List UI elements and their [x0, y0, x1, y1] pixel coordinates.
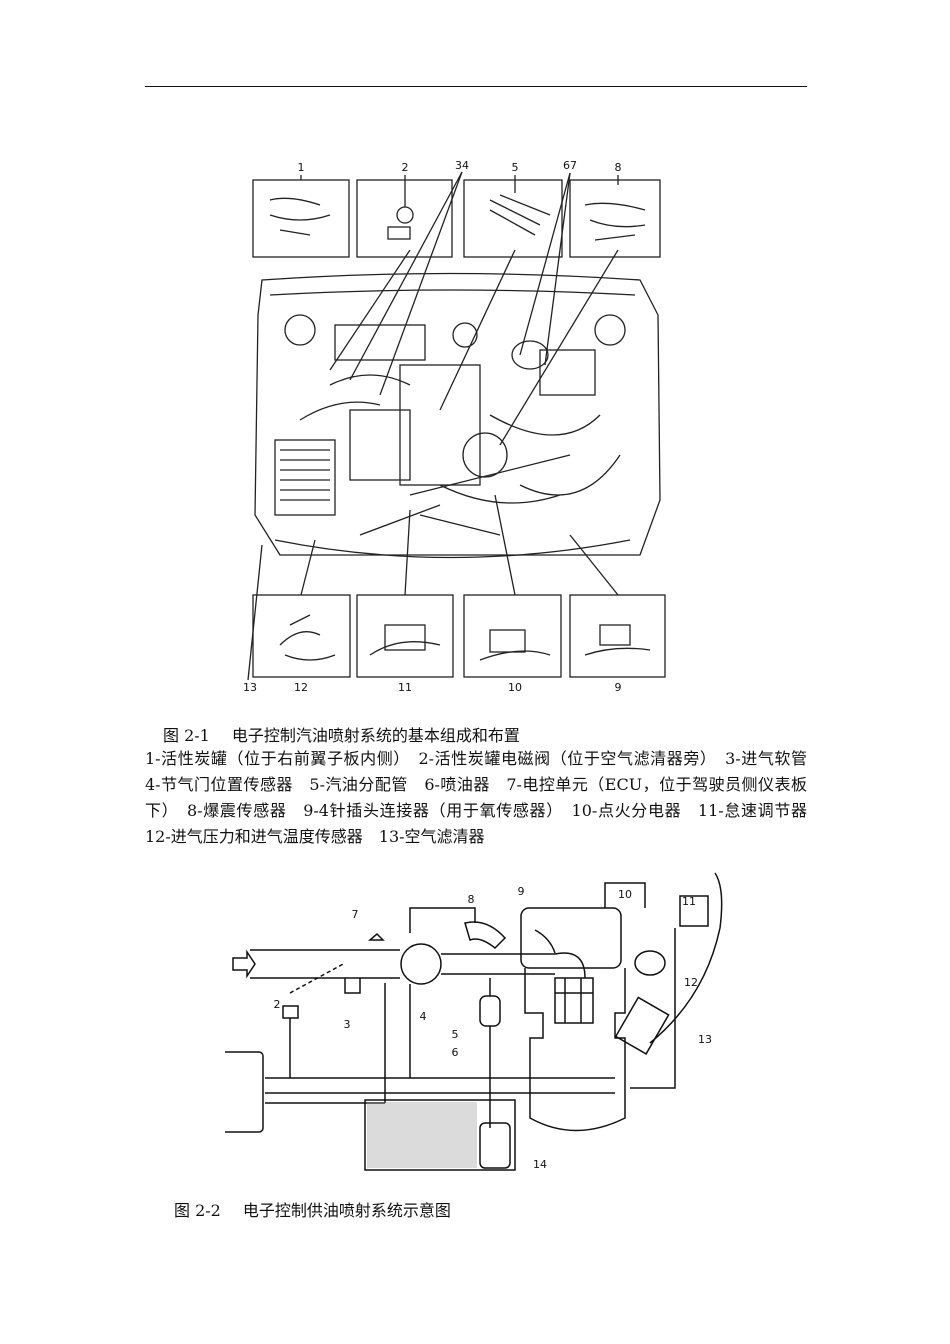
figure1-caption: 图 2-1 电子控制汽油喷射系统的基本组成和布置: [163, 722, 520, 746]
fig1-callout-34: 34: [455, 159, 469, 172]
fig2-callout-10: 10: [618, 888, 632, 901]
fig2-callout-9: 9: [518, 885, 525, 898]
fig2-callout-12: 12: [684, 976, 698, 989]
figure2-label: 图 2-2: [174, 1201, 221, 1220]
fig2-callout-13: 13: [698, 1033, 712, 1046]
fig2-callout-6: 6: [452, 1046, 459, 1059]
fig1-callout-11: 11: [398, 681, 412, 694]
fig1-callout-10: 10: [508, 681, 522, 694]
figure2-title: 电子控制供油喷射系统示意图: [242, 1201, 451, 1220]
fig1-callout-9: 9: [615, 681, 622, 694]
engine-layout-figure: 1 2 34 5 67 8 13 12 11 10 9: [243, 159, 666, 694]
fig1-callout-1: 1: [298, 161, 305, 174]
fig1-callout-67: 67: [563, 159, 577, 172]
header-rule: [145, 86, 807, 87]
fig2-callout-7: 7: [352, 908, 359, 921]
fig2-callout-11: 11: [682, 895, 696, 908]
fig1-callout-8: 8: [615, 161, 622, 174]
fig1-callout-5: 5: [512, 161, 519, 174]
figure1-title: 电子控制汽油喷射系统的基本组成和布置: [231, 726, 520, 745]
fig1-callout-2: 2: [402, 161, 409, 174]
fig2-callout-14: 14: [533, 1158, 547, 1171]
fig2-callout-2: 2: [274, 998, 281, 1011]
figure1-label: 图 2-1: [163, 726, 210, 745]
fig1-callout-12: 12: [294, 681, 308, 694]
fig2-callout-8: 8: [468, 893, 475, 906]
fig2-callout-5: 5: [452, 1028, 459, 1041]
injection-schematic-figure: 1 2 3 4 5 6 7 8 9 10 11 12 13 14: [225, 872, 723, 1171]
fig2-callout-4: 4: [420, 1010, 427, 1023]
figure2-caption: 图 2-2 电子控制供油喷射系统示意图: [174, 1197, 451, 1221]
figure1-legend: 1-活性炭罐（位于右前翼子板内侧） 2-活性炭罐电磁阀（位于空气滤清器旁） 3-…: [145, 749, 824, 846]
fig1-callout-13: 13: [243, 681, 257, 694]
fig2-callout-3: 3: [344, 1018, 351, 1031]
